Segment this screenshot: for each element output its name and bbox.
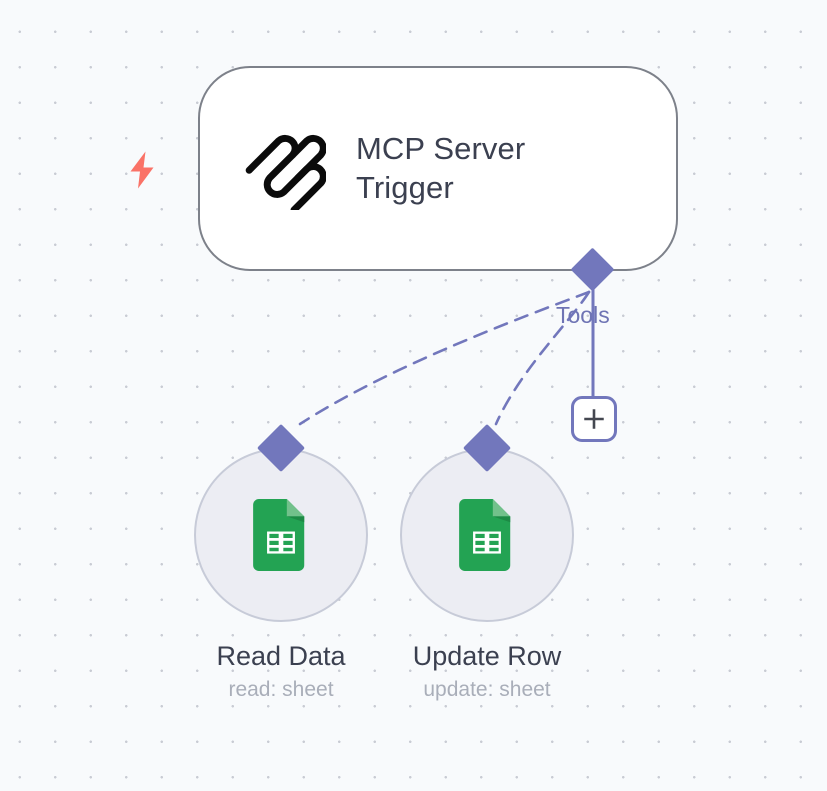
tool-circle[interactable] — [400, 448, 574, 622]
mcp-logo-icon — [245, 134, 326, 210]
add-tool-button[interactable] — [571, 396, 617, 442]
google-sheets-icon — [253, 499, 305, 571]
lightning-bolt-icon — [130, 151, 154, 189]
tool-caption: Update Row update: sheet — [400, 641, 574, 702]
tool-name: Update Row — [412, 641, 562, 671]
tool-subtitle: read: sheet — [228, 678, 334, 701]
tool-name: Read Data — [216, 641, 346, 671]
google-sheets-icon — [459, 499, 511, 571]
mcp-server-trigger-node[interactable]: MCP Server Trigger — [198, 66, 678, 271]
tool-circle[interactable] — [194, 448, 368, 622]
tool-caption: Read Data read: sheet — [194, 641, 368, 702]
edge-tools-to-read-data — [298, 290, 591, 426]
tool-subtitle: update: sheet — [423, 678, 551, 701]
tools-port-label: Tools — [556, 302, 610, 328]
plus-icon — [584, 409, 604, 429]
trigger-title: MCP Server Trigger — [356, 130, 526, 205]
